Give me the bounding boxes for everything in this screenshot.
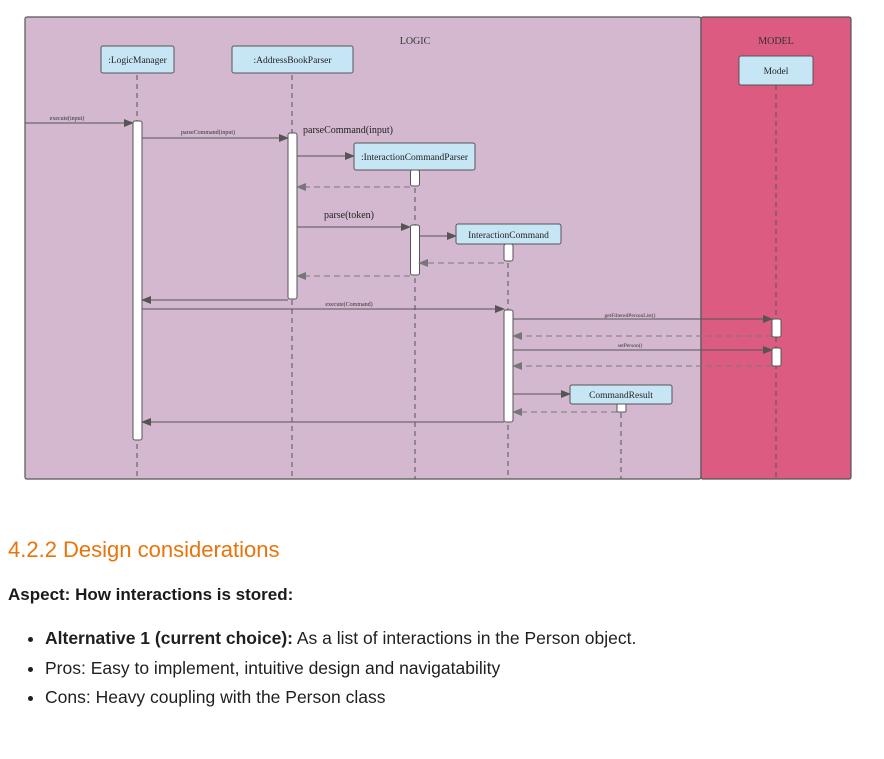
list-item: Cons: Heavy coupling with the Person cla… [45,683,878,713]
msg-parse-token: parse(token) [324,210,374,221]
model-box-label: Model [764,67,789,77]
activation-command-result [616,403,627,413]
list-item-text: As a list of interactions in the Person … [292,628,637,648]
model-box [738,55,814,86]
msg-execute-input: execute(input) [50,115,85,122]
activation-icp-2 [410,224,420,276]
activation-interaction-command-2 [503,309,514,423]
msg-parse-command-big: parseCommand(input) [303,125,393,136]
address-book-parser-label: :AddressBookParser [253,56,332,66]
list-item-bold: Alternative 1 (current choice): [45,628,293,648]
list-item: Alternative 1 (current choice): As a lis… [45,624,878,654]
logic-label: LOGIC [400,36,431,47]
aspect-heading: Aspect: How interactions is stored: [8,585,294,604]
section-heading: 4.2.2 Design considerations [8,537,280,562]
activation-logic-manager [132,120,143,441]
activation-interaction-command-1 [503,243,514,262]
interaction-command-label: InteractionCommand [468,231,549,241]
address-book-parser-box [231,45,354,74]
logic-manager-label: :LogicManager [108,56,167,66]
activation-address-book-parser [287,132,298,300]
design-considerations-section: 4.2.2 Design considerations Aspect: How … [8,537,878,713]
activation-model-2 [771,347,782,367]
msg-parse-command-small: parseCommand(input) [181,129,235,136]
command-result-label: CommandResult [589,391,653,401]
list-item-text: Pros: Easy to implement, intuitive desig… [45,657,501,678]
logic-frame [24,16,702,480]
list-item: Pros: Easy to implement, intuitive desig… [45,654,878,684]
interaction-command-parser-label: :InteractionCommandParser [361,153,469,163]
activation-model-1 [771,318,782,338]
activation-icp-1 [410,169,420,187]
list-item-text: Cons: Heavy coupling with the Person cla… [45,687,386,707]
msg-set-person: setPerson() [618,342,643,349]
logic-manager-box [100,45,175,74]
alternatives-list: Alternative 1 (current choice): As a lis… [8,624,878,713]
sequence-diagram: LOGIC MODEL :LogicManager :AddressBookPa… [24,16,852,480]
msg-get-filtered-person-list: getFilteredPersonList() [604,312,655,319]
model-label: MODEL [758,36,794,47]
msg-execute-command: execute(Command) [325,301,372,308]
